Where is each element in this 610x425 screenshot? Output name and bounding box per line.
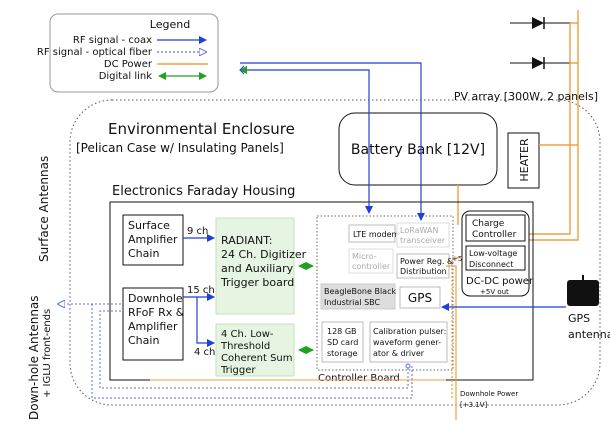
iglu-label: + IGLU front-ends: [42, 309, 53, 398]
battery-label: Battery Bank [12V]: [351, 142, 485, 158]
legend-label-coax: RF signal - coax: [73, 35, 152, 46]
controller-board-label: Controller Board: [318, 373, 400, 384]
gps-antenna-label-1: GPS: [568, 312, 590, 325]
surface-antennas-label: Surface Antennas: [37, 156, 51, 262]
v5out-label: +5V out: [480, 288, 509, 296]
lt-line4: Trigger: [220, 365, 256, 376]
low-voltage-disconnect: [465, 245, 526, 271]
lte-modem: [348, 224, 396, 243]
bbb-line1: BeagleBone Black: [324, 287, 396, 296]
micro-line2: controller: [352, 262, 391, 271]
gps-module: [399, 286, 441, 309]
legend-title: Legend: [150, 18, 190, 31]
v5-label: +5V: [452, 255, 467, 263]
environmental-enclosure: [69, 99, 601, 406]
lowvolt-line2: Disconnect: [469, 260, 513, 269]
fiber-calib-2: [91, 304, 413, 399]
downhole-rx-line3: Amplifier: [128, 320, 178, 333]
charge-line1: Charge: [472, 219, 505, 229]
charge-line2: Controller: [472, 230, 517, 240]
legend-label-dc: DC Power: [104, 59, 153, 70]
fiber-calib-return: [99, 310, 409, 389]
power-to-controller: [451, 257, 462, 398]
enclosure-title: Environmental Enclosure: [108, 120, 295, 138]
downhole-rx-line2: RFoF Rx &: [128, 306, 185, 319]
power-reg-line1: Power Reg. &: [400, 257, 453, 266]
downhole-power-label-2: [+3.1V]: [460, 401, 488, 409]
legend-label-fiber: RF signal - optical fiber: [37, 47, 153, 58]
pv-array-symbols: [510, 17, 570, 69]
radiant-line3: and Auxiliary: [221, 262, 294, 275]
surface-amp-line1: Surface: [128, 219, 170, 232]
legend-label-digital: Digital link: [99, 71, 153, 82]
beaglebone: [320, 283, 396, 310]
lt-line3: Coherent Sum: [221, 353, 293, 364]
lorawan-line1: LoRaWAN: [400, 226, 438, 235]
lowvolt-line1: Low-voltage: [469, 249, 517, 258]
radiant-board: [215, 217, 295, 315]
power-reg-line2: Distribution: [400, 267, 447, 276]
downhole-power-label-1: Downhole Power: [460, 390, 518, 398]
lt-line2: Threshold: [220, 341, 270, 352]
lte-label: LTE modem: [353, 230, 400, 239]
downhole-antennas-label: Down-hole Antennas: [27, 295, 41, 420]
lt-line1: 4 Ch. Low-: [221, 329, 274, 340]
calib-line1: Calibration pulser:: [373, 327, 446, 336]
surface-amplifier-chain: [122, 214, 184, 266]
bbb-line2: Industrial SBC: [324, 298, 380, 307]
pv-array-label: PV array [300W, 2 panels]: [454, 90, 598, 103]
micro-line1: Micro-: [352, 252, 377, 261]
sd-line1: 128 GB: [327, 327, 357, 336]
ch15-label: 15 ch: [187, 285, 215, 296]
lorawan-line2: transceiver: [400, 236, 446, 245]
coax-downhole-to-trigger: [196, 297, 215, 347]
sd-card: [321, 321, 364, 363]
radiant-line4: Trigger board: [220, 276, 294, 289]
downhole-rx-line4: Chain: [128, 334, 159, 347]
low-threshold-trigger: [215, 323, 295, 377]
downhole-rfof-rx: [122, 287, 184, 361]
microcontroller: [348, 248, 394, 274]
gps-module-label: GPS: [408, 291, 432, 305]
heater-label: HEATER: [518, 138, 531, 182]
enclosure-subtitle: [Pelican Case w/ Insulating Panels]: [76, 141, 284, 155]
downhole-rx-line1: Downhole: [128, 292, 183, 305]
faraday-label: Electronics Faraday Housing: [112, 184, 295, 199]
charge-controller: [465, 214, 526, 242]
controller-board: [316, 215, 454, 371]
downhole-power-line: [446, 265, 457, 420]
heater: [507, 132, 540, 189]
surface-amp-line2: Amplifier: [128, 233, 178, 246]
dcdc-label: DC-DC power: [466, 276, 534, 287]
radiant-line2: 24 Ch. Digitizer: [221, 248, 307, 261]
ch9-label: 9 ch: [187, 226, 208, 237]
radiant-line1: RADIANT:: [221, 234, 272, 247]
calib-line2: waveform gener-: [373, 338, 441, 347]
coax-lorawan-antenna: [240, 62, 425, 221]
gps-antenna-icon: [567, 280, 599, 306]
pv-power-line-2: [521, 10, 579, 241]
legend: Legend RF signal - coax RF signal - opti…: [37, 13, 219, 93]
coax-lte-antenna: [239, 66, 373, 214]
ch4-label: 4 ch: [194, 347, 215, 358]
gps-antenna-label-2: antenna: [568, 328, 610, 341]
surface-amp-line3: Chain: [128, 247, 159, 260]
sd-line3: storage: [327, 349, 357, 358]
calibration-pulser: [369, 321, 448, 363]
calib-line3: ator & driver: [373, 349, 425, 358]
lorawan-transceiver: [396, 222, 450, 248]
sd-line2: SD card: [327, 338, 358, 347]
